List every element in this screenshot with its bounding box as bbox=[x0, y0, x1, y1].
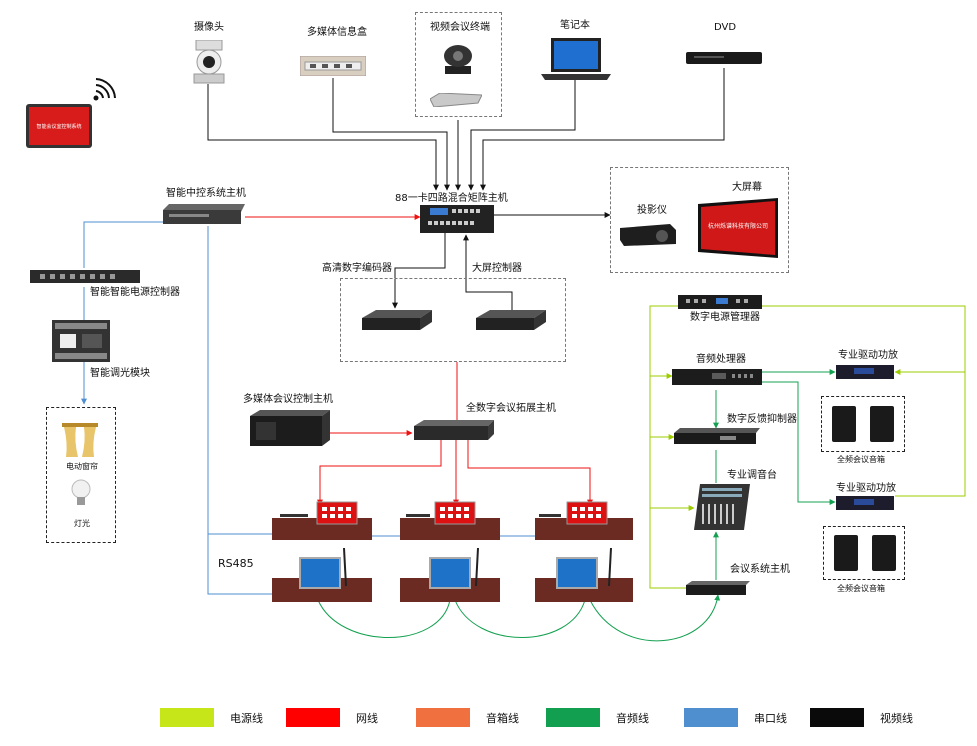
legend-swatch-2 bbox=[416, 708, 470, 727]
big-screen-label: 大屏幕 bbox=[732, 182, 762, 193]
curtain-icon bbox=[62, 423, 98, 457]
media-control-host-icon bbox=[250, 410, 330, 446]
dimmer-label: 智能调光模块 bbox=[90, 368, 150, 379]
laptop-label: 笔记本 bbox=[560, 20, 590, 31]
light-label: 灯光 bbox=[74, 519, 90, 528]
legend-label-4: 串口线 bbox=[754, 712, 787, 725]
mixer-label: 专业调音台 bbox=[727, 470, 777, 481]
power-controller-label: 智能智能电源控制器 bbox=[90, 287, 180, 298]
speaker-group-bottom bbox=[823, 526, 905, 580]
conference-unit-3 bbox=[535, 500, 633, 542]
video-lines bbox=[207, 68, 725, 310]
conference-unit-5 bbox=[400, 547, 500, 603]
lighting-group bbox=[46, 407, 116, 543]
legend-swatch-3 bbox=[546, 708, 600, 727]
digital-power-mgr-label: 数字电源管理器 bbox=[690, 312, 760, 323]
feedback-suppressor-label: 数字反馈抑制器 bbox=[727, 414, 797, 425]
camera-icon bbox=[192, 39, 226, 84]
speaker-group-top bbox=[821, 396, 905, 452]
matrix-icon bbox=[420, 205, 494, 233]
legend-swatch-5 bbox=[810, 708, 864, 727]
encoder-group bbox=[340, 278, 566, 362]
encoder-icon bbox=[362, 310, 432, 330]
conference-host-icon bbox=[686, 580, 750, 595]
media-box-label: 多媒体信息盒 bbox=[307, 27, 367, 38]
encoder-label: 高清数字编码器 bbox=[322, 263, 392, 274]
amp-top-icon bbox=[836, 364, 894, 380]
legend-swatch-0 bbox=[160, 708, 214, 727]
serial-lines bbox=[81, 221, 535, 595]
wifi-icon bbox=[92, 78, 118, 104]
conference-unit-2 bbox=[400, 500, 500, 542]
central-control-label: 智能中控系统主机 bbox=[166, 188, 246, 199]
video-terminal-label: 视频会议终端 bbox=[430, 22, 490, 33]
conference-unit-6 bbox=[535, 547, 633, 603]
screen-controller-label: 大屏控制器 bbox=[472, 263, 522, 274]
control-tablet: 智能会议室控制系统 bbox=[26, 104, 92, 148]
dimmer-icon bbox=[52, 320, 110, 362]
conference-unit-4 bbox=[272, 547, 372, 603]
power-lines bbox=[649, 305, 966, 589]
audio-processor-label: 音频处理器 bbox=[696, 354, 746, 365]
bulb-icon bbox=[71, 479, 91, 507]
power-controller-icon bbox=[30, 268, 140, 286]
big-screen-icon: 杭州烁谱科技有限公司 bbox=[698, 198, 778, 258]
feedback-suppressor-icon bbox=[674, 428, 760, 444]
legend-label-3: 音频线 bbox=[616, 712, 649, 725]
audio-lines bbox=[317, 369, 836, 642]
conference-host-label: 会议系统主机 bbox=[730, 564, 790, 575]
laptop-icon bbox=[541, 38, 611, 82]
screen-controller-icon bbox=[476, 310, 546, 330]
mixer-icon bbox=[694, 484, 750, 530]
legend-label-2: 音箱线 bbox=[486, 712, 519, 725]
codec-box-icon bbox=[429, 92, 483, 108]
rs485-label: RS485 bbox=[218, 557, 254, 570]
projector-icon bbox=[620, 220, 676, 248]
speakers-bottom-icon bbox=[834, 535, 896, 571]
curtain-label: 电动窗帘 bbox=[66, 462, 98, 471]
expansion-host-icon bbox=[414, 420, 494, 440]
legend-swatch-1 bbox=[286, 708, 340, 727]
speakers-top-label: 全频会议音箱 bbox=[837, 455, 885, 464]
media-box-icon bbox=[299, 55, 367, 77]
dvd-label: DVD bbox=[714, 22, 737, 33]
projector-label: 投影仪 bbox=[637, 205, 667, 216]
conference-unit-1 bbox=[272, 500, 372, 542]
ptz-camera-icon bbox=[435, 42, 481, 76]
video-terminal-group bbox=[415, 12, 502, 117]
amp-bottom-icon bbox=[836, 495, 894, 511]
legend-label-1: 网线 bbox=[356, 712, 378, 725]
amp-top-label: 专业驱动功放 bbox=[838, 350, 898, 361]
network-lines bbox=[245, 214, 593, 506]
legend-label-0: 电源线 bbox=[230, 712, 263, 725]
expansion-host-label: 全数字会议拓展主机 bbox=[466, 403, 556, 414]
speakers-bottom-label: 全频会议音箱 bbox=[837, 584, 885, 593]
display-group bbox=[610, 167, 789, 273]
legend-swatch-4 bbox=[684, 708, 738, 727]
matrix-label: 88一卡四路混合矩阵主机 bbox=[395, 193, 508, 204]
camera-label: 摄像头 bbox=[194, 22, 224, 33]
dvd-icon bbox=[686, 50, 762, 66]
big-screen-text: 杭州烁谱科技有限公司 bbox=[708, 222, 768, 230]
media-control-host-label: 多媒体会议控制主机 bbox=[243, 394, 333, 405]
digital-power-mgr-icon bbox=[678, 294, 762, 310]
tablet-screen-text: 智能会议室控制系统 bbox=[36, 123, 81, 130]
speakers-top-icon bbox=[832, 406, 894, 442]
central-control-icon bbox=[163, 204, 245, 224]
legend-label-5: 视频线 bbox=[880, 712, 913, 725]
amp-bottom-label: 专业驱动功放 bbox=[836, 483, 896, 494]
audio-processor-icon bbox=[672, 368, 762, 386]
